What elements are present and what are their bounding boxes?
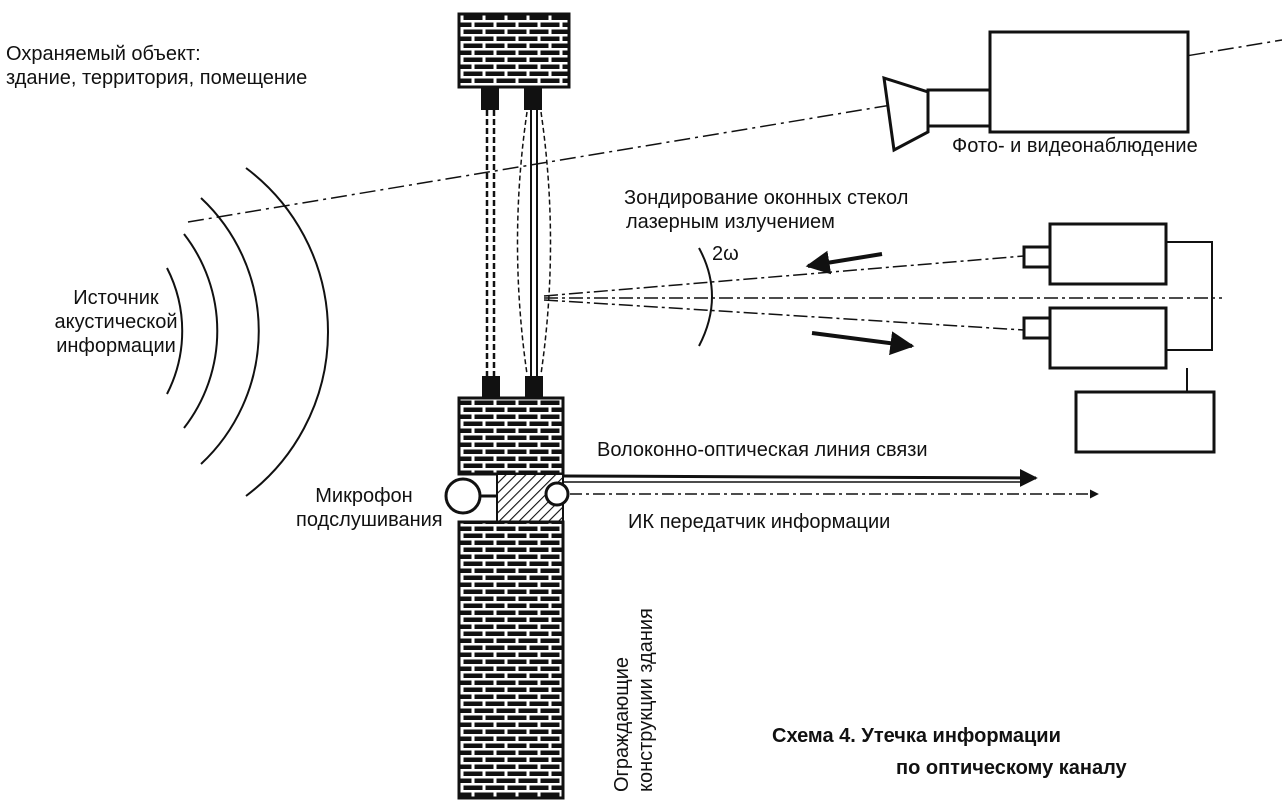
laser-device-icon	[1022, 222, 1216, 454]
object-label: Охраняемый объект: здание, территория, п…	[6, 42, 307, 90]
wavefront-arc	[698, 247, 713, 347]
frequency-label: 2ω	[712, 243, 739, 265]
laser-label-line2: лазерным излучением	[626, 211, 835, 233]
sound-waves-icon	[166, 167, 329, 497]
source-label-line1: Источник	[73, 287, 159, 309]
source-label-line3: информации	[56, 335, 176, 357]
window-fittings	[481, 88, 543, 398]
laser-beams	[543, 255, 1222, 331]
brick-wall-lower	[457, 520, 565, 800]
arrow-outgoing	[811, 331, 915, 356]
object-label-line2: здание, территория, помещение	[6, 67, 308, 89]
camera-icon	[882, 30, 1190, 153]
source-label-line2: акустической	[54, 311, 178, 333]
walls-label-line2: конструкции здания	[635, 608, 657, 792]
window-glass	[485, 110, 552, 376]
walls-label: Ограждающие конструкции здания	[610, 608, 658, 792]
caption-line1: Схема 4. Утечка информации	[772, 725, 1061, 747]
walls-label-line1: Ограждающие	[611, 656, 633, 792]
brick-wall-window-sill	[457, 396, 565, 476]
ir-transmitter-icon	[544, 481, 570, 507]
object-label-line1: Охраняемый объект:	[6, 43, 201, 65]
fiber-optic-line	[562, 468, 1038, 487]
caption-line2: по оптическому каналу	[896, 757, 1127, 779]
fiber-label: Волоконно-оптическая линия связи	[597, 439, 928, 461]
microphone-icon	[444, 477, 497, 515]
microphone-label-line1: Микрофон	[315, 485, 413, 507]
laser-label: Зондирование оконных стекол лазерным изл…	[624, 186, 908, 234]
camera-sight-line	[187, 39, 1282, 223]
arrow-incoming	[805, 250, 883, 275]
ir-label: ИК передатчик информации	[628, 511, 891, 533]
laser-label-line1: Зондирование оконных стекол	[624, 187, 909, 209]
microphone-label-line2: подслушивания	[296, 509, 443, 531]
brick-wall-icon	[457, 12, 571, 89]
source-label: Источник акустической информации	[44, 286, 188, 358]
photo-video-label: Фото- и видеонаблюдение	[952, 135, 1198, 157]
microphone-label: Микрофон подслушивания	[296, 484, 443, 532]
